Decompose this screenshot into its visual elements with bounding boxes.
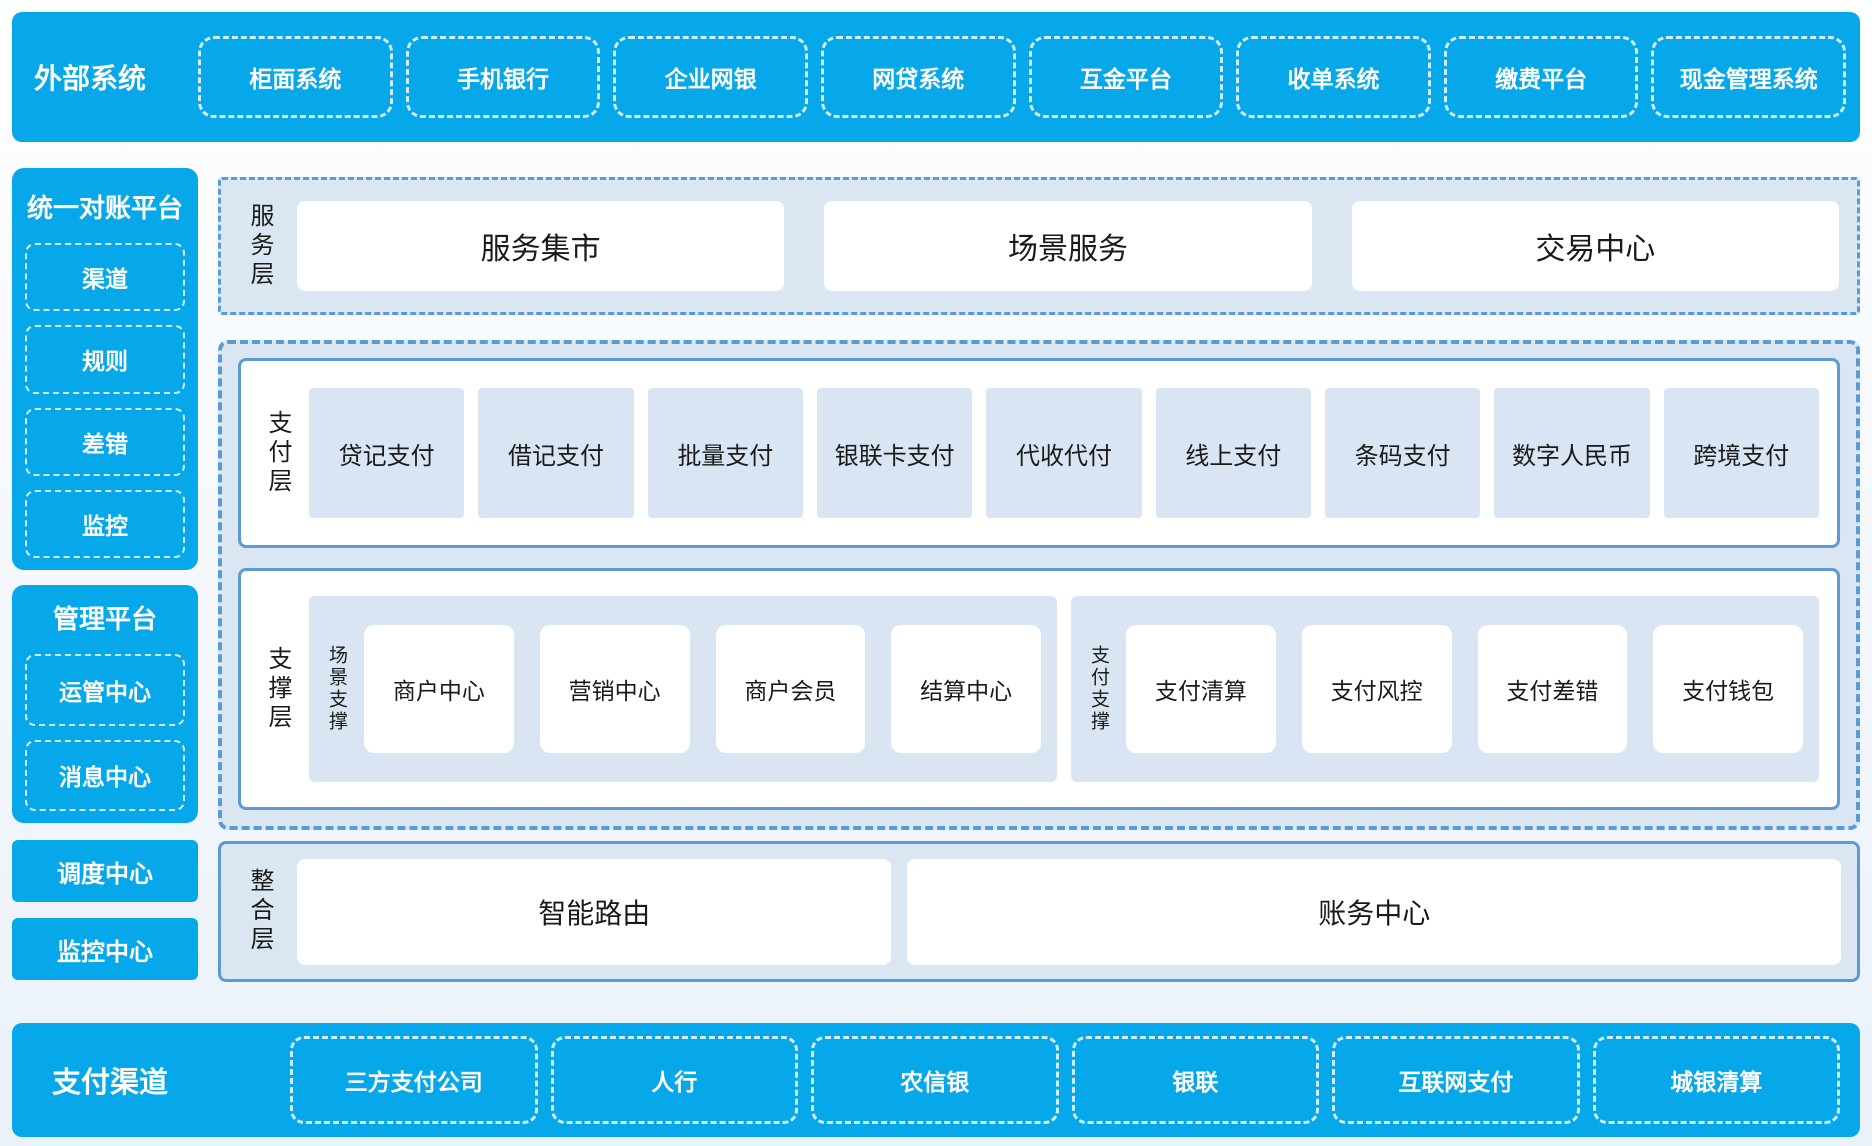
recon-platform-card: 统一对账平台 渠道 规则 差错 监控 bbox=[12, 168, 198, 570]
service-layer-label: 服务层 bbox=[246, 202, 273, 290]
integration-card: 智能路由 bbox=[297, 858, 892, 965]
external-systems-list: 柜面系统 手机银行 企业网银 网贷系统 互金平台 收单系统 缴费平台 现金管理系… bbox=[198, 12, 1846, 142]
external-system-item: 企业网银 bbox=[613, 36, 808, 118]
payment-layer: 支付层 贷记支付 借记支付 批量支付 银联卡支付 代收代付 bbox=[238, 358, 1840, 548]
recon-platform-title: 统一对账平台 bbox=[26, 193, 183, 223]
payment-layer-items: 贷记支付 借记支付 批量支付 银联卡支付 代收代付 线上支付 条码支付 bbox=[309, 388, 1819, 518]
service-layer-cards: 服务集市 场景服务 交易中心 bbox=[297, 201, 1839, 291]
core-layers-container: 支付层 贷记支付 借记支付 批量支付 银联卡支付 代收代付 bbox=[218, 340, 1860, 830]
integration-layer-label: 整合层 bbox=[246, 868, 273, 955]
payment-channels-list: 三方支付公司 人行 农信银 银联 互联网支付 城银清算 bbox=[290, 1023, 1840, 1137]
external-system-item: 柜面系统 bbox=[198, 36, 393, 118]
service-card: 交易中心 bbox=[1351, 201, 1839, 291]
external-system-item: 收单系统 bbox=[1236, 36, 1431, 118]
scene-support-card: 营销中心 bbox=[539, 625, 690, 753]
layers-column: 服务层 服务集市 场景服务 交易中心 支付层 bbox=[218, 177, 1860, 982]
payment-support-card: 支付风控 bbox=[1301, 625, 1452, 753]
standalone-center-item: 调度中心 bbox=[12, 840, 198, 902]
integration-card: 账务中心 bbox=[907, 858, 1841, 965]
recon-platform-item: 渠道 bbox=[25, 243, 185, 312]
payment-item: 代收代付 bbox=[986, 388, 1142, 518]
support-groups: 场景支撑 商户中心 营销中心 商户会员 结算中心 bbox=[309, 596, 1819, 782]
standalone-centers-list: 调度中心 监控中心 bbox=[12, 840, 198, 980]
payment-channel-item: 人行 bbox=[550, 1036, 798, 1124]
scene-support-card: 商户会员 bbox=[715, 625, 866, 753]
management-platform-card: 管理平台 运管中心 消息中心 bbox=[12, 585, 198, 823]
external-system-item: 手机银行 bbox=[405, 36, 601, 118]
integration-layer-cards: 智能路由 账务中心 bbox=[297, 858, 1841, 965]
scene-support-group: 场景支撑 商户中心 营销中心 商户会员 结算中心 bbox=[309, 596, 1057, 782]
service-card: 服务集市 bbox=[297, 201, 785, 291]
recon-platform-item: 差错 bbox=[25, 407, 185, 476]
management-platform-item: 运管中心 bbox=[25, 654, 185, 726]
standalone-center-item: 监控中心 bbox=[12, 918, 198, 980]
management-platform-item: 消息中心 bbox=[25, 739, 185, 811]
payment-support-card: 支付差错 bbox=[1477, 625, 1628, 753]
payment-channel-item: 互联网支付 bbox=[1332, 1036, 1580, 1124]
payment-item: 条码支付 bbox=[1324, 388, 1481, 518]
payment-item: 跨境支付 bbox=[1663, 388, 1819, 518]
payment-item: 贷记支付 bbox=[309, 388, 465, 518]
payment-support-cards: 支付清算 支付风控 支付差错 支付钱包 bbox=[1126, 625, 1803, 753]
left-column: 统一对账平台 渠道 规则 差错 监控 管理平台 bbox=[12, 168, 198, 982]
external-systems-bar: 外部系统 柜面系统 手机银行 企业网银 网贷系统 互金平台 收单系统 缴费平台 … bbox=[12, 12, 1860, 142]
service-card: 场景服务 bbox=[824, 201, 1312, 291]
recon-platform-item: 监控 bbox=[25, 489, 185, 558]
payment-item: 借记支付 bbox=[478, 388, 634, 518]
external-system-item: 网贷系统 bbox=[820, 36, 1016, 118]
payment-support-card: 支付钱包 bbox=[1653, 625, 1803, 753]
middle-section: 统一对账平台 渠道 规则 差错 监控 管理平台 bbox=[12, 168, 1860, 982]
external-system-item: 互金平台 bbox=[1028, 36, 1224, 118]
integration-layer: 整合层 智能路由 账务中心 bbox=[218, 841, 1860, 982]
payment-channel-item: 城银清算 bbox=[1592, 1036, 1840, 1124]
support-layer-label: 支撑层 bbox=[264, 645, 291, 733]
payment-item: 银联卡支付 bbox=[816, 388, 973, 518]
recon-platform-list: 渠道 规则 差错 监控 bbox=[25, 243, 185, 558]
payment-channels-title: 支付渠道 bbox=[52, 1067, 169, 1099]
payment-channel-item: 农信银 bbox=[811, 1036, 1059, 1124]
external-system-item: 现金管理系统 bbox=[1651, 36, 1846, 118]
payment-support-label: 支付支撑 bbox=[1088, 645, 1109, 733]
management-platform-title: 管理平台 bbox=[52, 604, 157, 634]
payment-channels-bar: 支付渠道 三方支付公司 人行 农信银 银联 互联网支付 城银清算 bbox=[12, 1023, 1860, 1137]
scene-support-card: 结算中心 bbox=[891, 625, 1041, 753]
scene-support-card: 商户中心 bbox=[364, 625, 514, 753]
payment-channel-item: 银联 bbox=[1071, 1036, 1319, 1124]
external-systems-title: 外部系统 bbox=[34, 63, 147, 94]
recon-platform-item: 规则 bbox=[25, 325, 185, 394]
payment-item: 数字人民币 bbox=[1494, 388, 1650, 518]
service-layer: 服务层 服务集市 场景服务 交易中心 bbox=[218, 177, 1860, 315]
payment-channel-item: 三方支付公司 bbox=[290, 1036, 538, 1124]
support-layer: 支撑层 场景支撑 商户中心 营销中心 商户会员 bbox=[238, 568, 1840, 810]
payment-support-card: 支付清算 bbox=[1126, 625, 1276, 753]
scene-support-label: 场景支撑 bbox=[326, 645, 347, 733]
management-platform-list: 运管中心 消息中心 bbox=[25, 654, 185, 811]
payment-item: 批量支付 bbox=[647, 388, 803, 518]
payment-layer-label: 支付层 bbox=[264, 409, 291, 497]
payment-support-group: 支付支撑 支付清算 支付风控 支付差错 支付钱包 bbox=[1071, 596, 1819, 782]
external-system-item: 缴费平台 bbox=[1443, 36, 1639, 118]
payment-item: 线上支付 bbox=[1155, 388, 1311, 518]
scene-support-cards: 商户中心 营销中心 商户会员 结算中心 bbox=[364, 625, 1041, 753]
